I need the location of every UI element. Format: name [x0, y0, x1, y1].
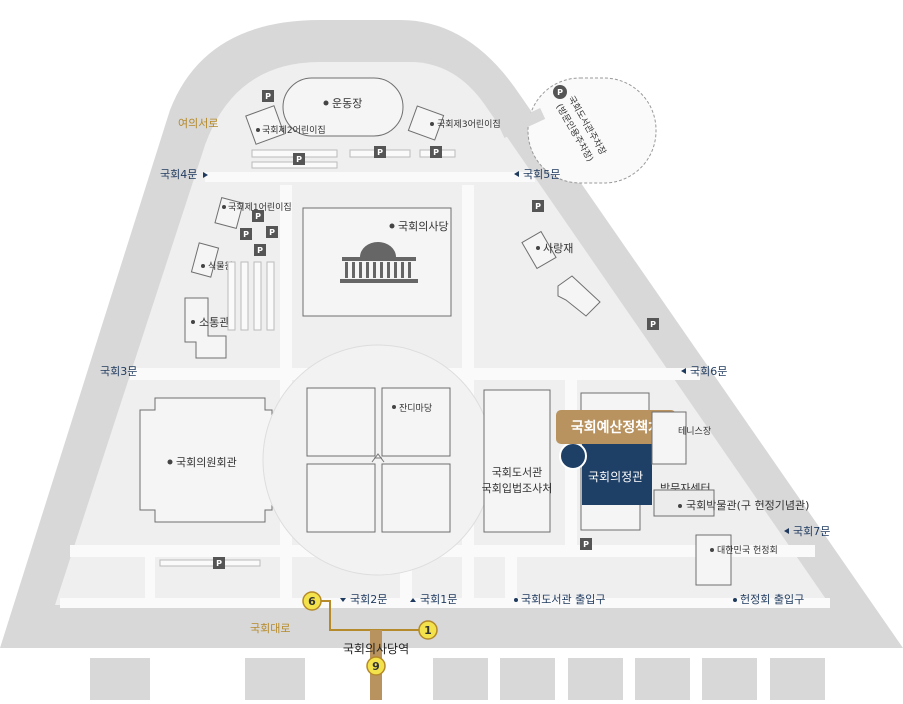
greenhouse-label: 식물원 — [208, 261, 233, 272]
gate-1[interactable]: 국회1문 — [410, 593, 457, 606]
lawn-label: 잔디마당 — [399, 403, 432, 414]
svg-text:P: P — [265, 92, 271, 101]
fountain-icon — [371, 453, 385, 463]
gate-2[interactable]: 국회2문 — [340, 593, 387, 606]
highlight-label: 국회예산정책처 — [571, 419, 661, 436]
parking-icon[interactable]: P — [293, 153, 305, 165]
daycare-2-label: 국회제2어린이집 — [262, 124, 326, 136]
sarangjae-annex — [557, 275, 601, 317]
parking-icon[interactable]: P — [252, 210, 264, 222]
sarangjae-label: 사랑재 — [543, 242, 573, 255]
parking-icon[interactable]: P — [240, 228, 252, 240]
daycare-2[interactable]: 국회제2어린이집 — [245, 105, 326, 145]
gate-4-label: 국회4문 — [160, 168, 197, 181]
svg-text:P: P — [583, 540, 589, 549]
subway-station[interactable]: 6 1 9 국회의사당역 — [302, 591, 438, 700]
parking-icon[interactable]: P — [647, 318, 659, 330]
library-entrance-label: 국회도서관 출입구 — [521, 593, 605, 606]
gate-5[interactable]: 국회5문 — [514, 168, 560, 181]
gate-7-label: 국회7문 — [793, 525, 830, 538]
svg-text:P: P — [257, 246, 263, 255]
svg-text:P: P — [296, 155, 302, 164]
parking-icon[interactable]: P — [580, 538, 592, 550]
museum[interactable]: 국회박물관(구 헌정기념관) — [653, 489, 809, 517]
gate-3-label: 국회3문 — [100, 365, 137, 378]
svg-text:P: P — [433, 148, 439, 157]
svg-text:P: P — [216, 559, 222, 568]
gate-5-label: 국회5문 — [523, 168, 560, 181]
stadium[interactable]: 운동장 — [282, 77, 404, 137]
line-1-icon: 1 — [418, 620, 438, 640]
constitution-label: 대한민국 헌정회 — [717, 545, 778, 556]
daycare-1-label: 국회제1어린이집 — [228, 201, 292, 213]
gate-1-label: 국회1문 — [420, 593, 457, 606]
parking-icon[interactable]: P — [213, 557, 225, 569]
main-building-label: 국회의정관 — [588, 470, 643, 484]
daycare-3[interactable]: 국회제3어린이집 — [407, 105, 501, 141]
gate-2-label: 국회2문 — [350, 593, 387, 606]
svg-text:9: 9 — [372, 660, 380, 673]
tennis-court[interactable]: 테니스장 — [651, 411, 711, 465]
sarangjae[interactable]: 사랑재 — [521, 230, 573, 270]
daycare-1[interactable]: 국회제1어린이집 — [214, 196, 292, 230]
highlight-marker[interactable]: 국회예산정책처 — [556, 410, 676, 444]
svg-text:P: P — [269, 228, 275, 237]
tennis-label: 테니스장 — [678, 426, 711, 437]
road-label-gukhoedaero: 국회대로 — [250, 622, 290, 635]
parking-icon[interactable]: P — [254, 244, 266, 256]
daycare-3-label: 국회제3어린이집 — [437, 118, 501, 130]
museum-label: 국회박물관(구 헌정기념관) — [686, 499, 809, 512]
members-office[interactable]: 국회의원회관 — [139, 397, 273, 523]
city-blocks — [90, 658, 825, 700]
greenhouse[interactable]: 식물원 — [190, 242, 233, 278]
svg-text:P: P — [255, 212, 261, 221]
lawn-square[interactable]: 잔디마당 — [262, 344, 494, 576]
svg-text:6: 6 — [308, 595, 316, 608]
gate-4[interactable]: 국회4문 — [160, 168, 208, 181]
library-sublabel: 국회입법조사처 — [482, 482, 553, 495]
constitution-association[interactable]: 대한민국 헌정회 — [695, 534, 778, 586]
stadium-label: 운동장 — [332, 97, 362, 110]
visitor-parking-lot[interactable]: P 국회도서관주차장 (방문인용주차장) — [527, 77, 657, 184]
parking-markers: P P P P P P P P P P P P — [213, 90, 659, 569]
svg-text:P: P — [377, 148, 383, 157]
assembly-hall[interactable]: 국회의사당 — [302, 207, 452, 317]
assembly-dome-icon — [340, 242, 418, 283]
library-entrance[interactable]: 국회도서관 출입구 — [514, 593, 605, 606]
station-label: 국회의사당역 — [343, 642, 409, 656]
parking-icon[interactable]: P — [262, 90, 274, 102]
line-9-icon: 9 — [366, 656, 386, 676]
parking-icon[interactable]: P — [532, 200, 544, 212]
svg-text:P: P — [650, 320, 656, 329]
gate-3[interactable]: 국회3문 — [100, 365, 137, 378]
parking-letter: P — [557, 88, 563, 97]
road-label-yeouiseoro: 여의서로 — [178, 117, 218, 130]
svg-text:P: P — [243, 230, 249, 239]
svg-text:1: 1 — [424, 624, 432, 637]
parking-icon[interactable]: P — [430, 146, 442, 158]
assembly-hall-label: 국회의사당 — [398, 220, 449, 233]
library[interactable]: 국회도서관 국회입법조사처 — [482, 389, 553, 533]
sotong-hall[interactable]: 소통관 — [184, 297, 229, 359]
constitution-entrance[interactable]: 헌정회 출입구 — [733, 593, 804, 606]
gate-6[interactable]: 국회6문 — [681, 365, 727, 378]
sotong-label: 소통관 — [199, 316, 229, 329]
constitution-entrance-label: 헌정회 출입구 — [740, 593, 804, 606]
gate-7[interactable]: 국회7문 — [784, 525, 830, 538]
members-office-label: 국회의원회관 — [176, 456, 237, 469]
library-label: 국회도서관 — [492, 466, 543, 479]
parking-icon[interactable]: P — [266, 226, 278, 238]
line-6-icon: 6 — [302, 591, 322, 611]
parking-icon[interactable]: P — [374, 146, 386, 158]
svg-text:P: P — [535, 202, 541, 211]
gate-6-label: 국회6문 — [690, 365, 727, 378]
